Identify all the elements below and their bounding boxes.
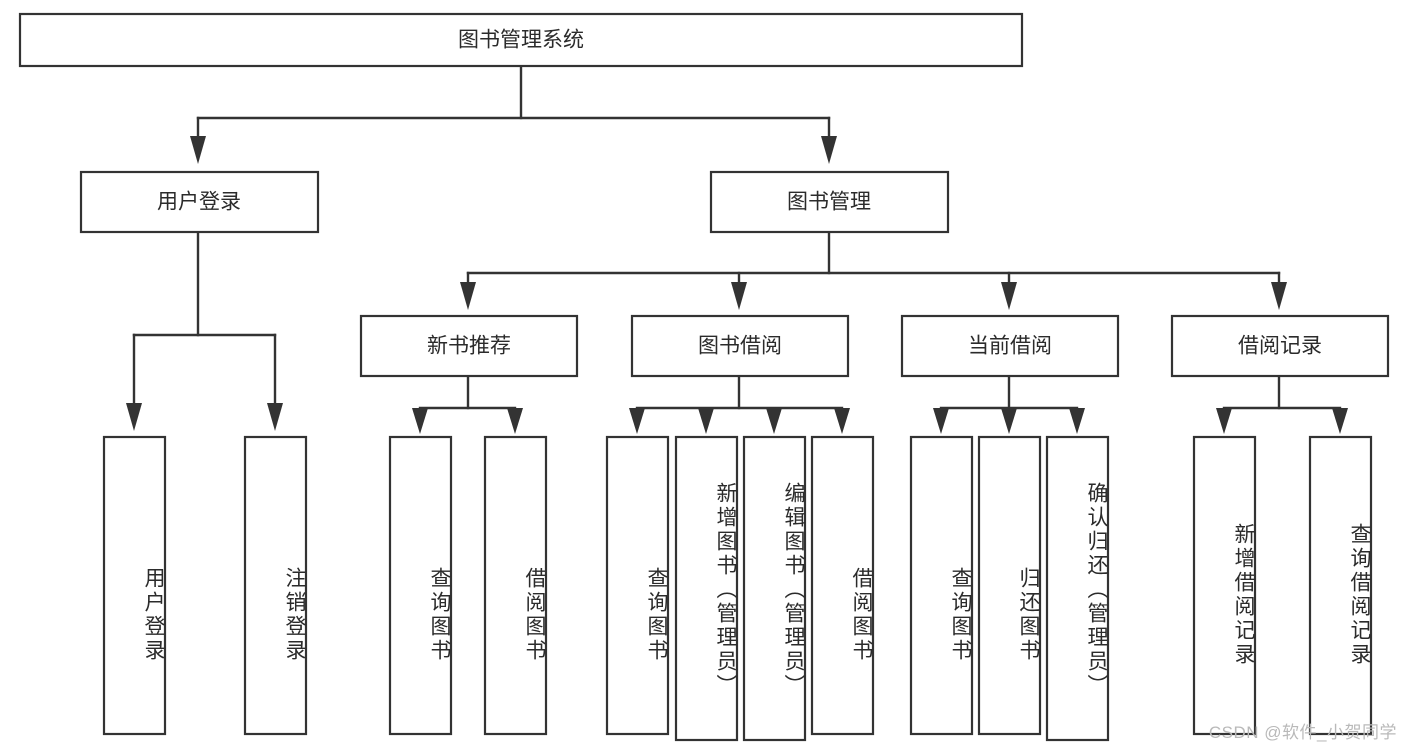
leaf-box-query-book-3[interactable] — [909, 435, 974, 736]
connectors-book-management-children — [460, 231, 1287, 310]
leaf-box-query-book-1[interactable] — [388, 435, 453, 736]
leaf-box-user-logout[interactable] — [243, 435, 308, 736]
arrow-book-management — [821, 136, 837, 164]
arrow-leaf-user-logout — [267, 403, 283, 431]
node-root[interactable]: 图书管理系统 — [18, 12, 1024, 68]
arrow-book-borrow — [731, 282, 747, 310]
node-current-borrow[interactable]: 当前借阅 — [900, 314, 1120, 378]
leaf-box-query-record[interactable] — [1308, 435, 1373, 736]
arrow-leaf-confirm-return — [1069, 408, 1085, 434]
arrow-leaf-query-book-2 — [629, 408, 645, 434]
arrow-leaf-borrow-book-2 — [834, 408, 850, 434]
arrow-current-borrow — [1001, 282, 1017, 310]
node-borrow-record[interactable]: 借阅记录 — [1170, 314, 1390, 378]
arrow-leaf-query-record — [1332, 408, 1348, 434]
leaf-box-borrow-book-1[interactable] — [483, 435, 548, 736]
watermark-text: CSDN @软件_小贺同学 — [1208, 723, 1397, 742]
connectors-user-login-children — [126, 231, 283, 431]
node-user-login-box[interactable] — [79, 170, 320, 234]
leaf-box-add-record[interactable] — [1192, 435, 1257, 736]
node-borrow-record-label: 借阅记录 — [1238, 335, 1322, 358]
leaf-box-borrow-book-2[interactable] — [810, 435, 875, 736]
arrow-new-book-recommend — [460, 282, 476, 310]
node-book-borrow[interactable]: 图书借阅 — [630, 314, 850, 378]
leaf-box-return-book[interactable] — [977, 435, 1042, 736]
arrow-user-login — [190, 136, 206, 164]
arrow-borrow-record — [1271, 282, 1287, 310]
leaf-box-user-login[interactable] — [102, 435, 167, 736]
connectors-new-book-children — [412, 374, 523, 434]
leaf-box-confirm-return[interactable] — [1045, 435, 1110, 742]
node-root-box[interactable] — [18, 12, 1024, 68]
leaf-box-edit-book[interactable] — [742, 435, 807, 742]
node-book-borrow-label: 图书借阅 — [698, 335, 782, 358]
arrow-leaf-return-book — [1001, 408, 1017, 434]
node-new-book-recommend-box[interactable] — [359, 314, 579, 378]
node-current-borrow-label: 当前借阅 — [968, 335, 1052, 358]
arrow-leaf-user-login — [126, 403, 142, 431]
connectors-current-borrow-children — [933, 374, 1085, 434]
arrow-leaf-borrow-book-1 — [507, 408, 523, 434]
node-new-book-recommend[interactable]: 新书推荐 — [359, 314, 579, 378]
arrow-leaf-add-record — [1216, 408, 1232, 434]
node-current-borrow-box[interactable] — [900, 314, 1120, 378]
arrow-leaf-add-book — [698, 408, 714, 434]
node-new-book-recommend-label: 新书推荐 — [427, 335, 511, 358]
connectors-root-level — [190, 64, 837, 164]
node-root-label: 图书管理系统 — [458, 29, 584, 52]
node-book-management[interactable]: 图书管理 — [709, 170, 950, 234]
node-book-management-box[interactable] — [709, 170, 950, 234]
node-book-borrow-box[interactable] — [630, 314, 850, 378]
leaf-box-add-book[interactable] — [674, 435, 739, 742]
node-book-management-label: 图书管理 — [787, 191, 871, 214]
arrow-leaf-edit-book — [766, 408, 782, 434]
connectors-book-borrow-children — [629, 374, 850, 434]
node-user-login-label: 用户登录 — [157, 191, 241, 214]
connectors-borrow-record-children — [1216, 374, 1348, 434]
node-user-login[interactable]: 用户登录 — [79, 170, 320, 234]
arrow-leaf-query-book-1 — [412, 408, 428, 434]
leaf-box-query-book-2[interactable] — [605, 435, 670, 736]
node-borrow-record-box[interactable] — [1170, 314, 1390, 378]
arrow-leaf-query-book-3 — [933, 408, 949, 434]
